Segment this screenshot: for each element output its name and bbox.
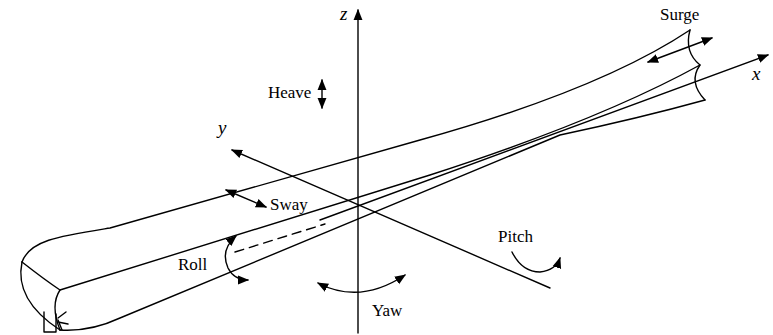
motion-label: Yaw xyxy=(372,302,402,321)
axis-label: z xyxy=(340,4,347,25)
x-axis xyxy=(320,55,768,220)
motion-label: Pitch xyxy=(498,228,533,247)
z-axis xyxy=(357,10,358,333)
hull-stern xyxy=(21,262,60,330)
roll-axis xyxy=(235,224,325,252)
hull-transom xyxy=(22,262,60,330)
sway-arrow xyxy=(226,190,266,207)
motion-label: Roll xyxy=(178,256,207,275)
rudder xyxy=(44,312,56,332)
pitch-arrow xyxy=(512,252,560,272)
surge-arrow xyxy=(648,38,712,62)
motion-label: Surge xyxy=(660,6,699,25)
hull-deck xyxy=(22,30,690,262)
hull-keel xyxy=(60,100,705,330)
hull-bow xyxy=(688,30,705,100)
motion-label: Sway xyxy=(270,196,308,215)
roll-arrow xyxy=(225,236,248,280)
yaw-arrow xyxy=(318,275,405,292)
motion-label: Heave xyxy=(268,84,311,103)
axis-label: y xyxy=(218,118,226,139)
axis-label: x xyxy=(752,64,760,85)
heave-arrow xyxy=(321,80,322,108)
hull-sheer xyxy=(60,65,700,290)
y-axis xyxy=(232,150,550,288)
propeller xyxy=(58,312,68,330)
